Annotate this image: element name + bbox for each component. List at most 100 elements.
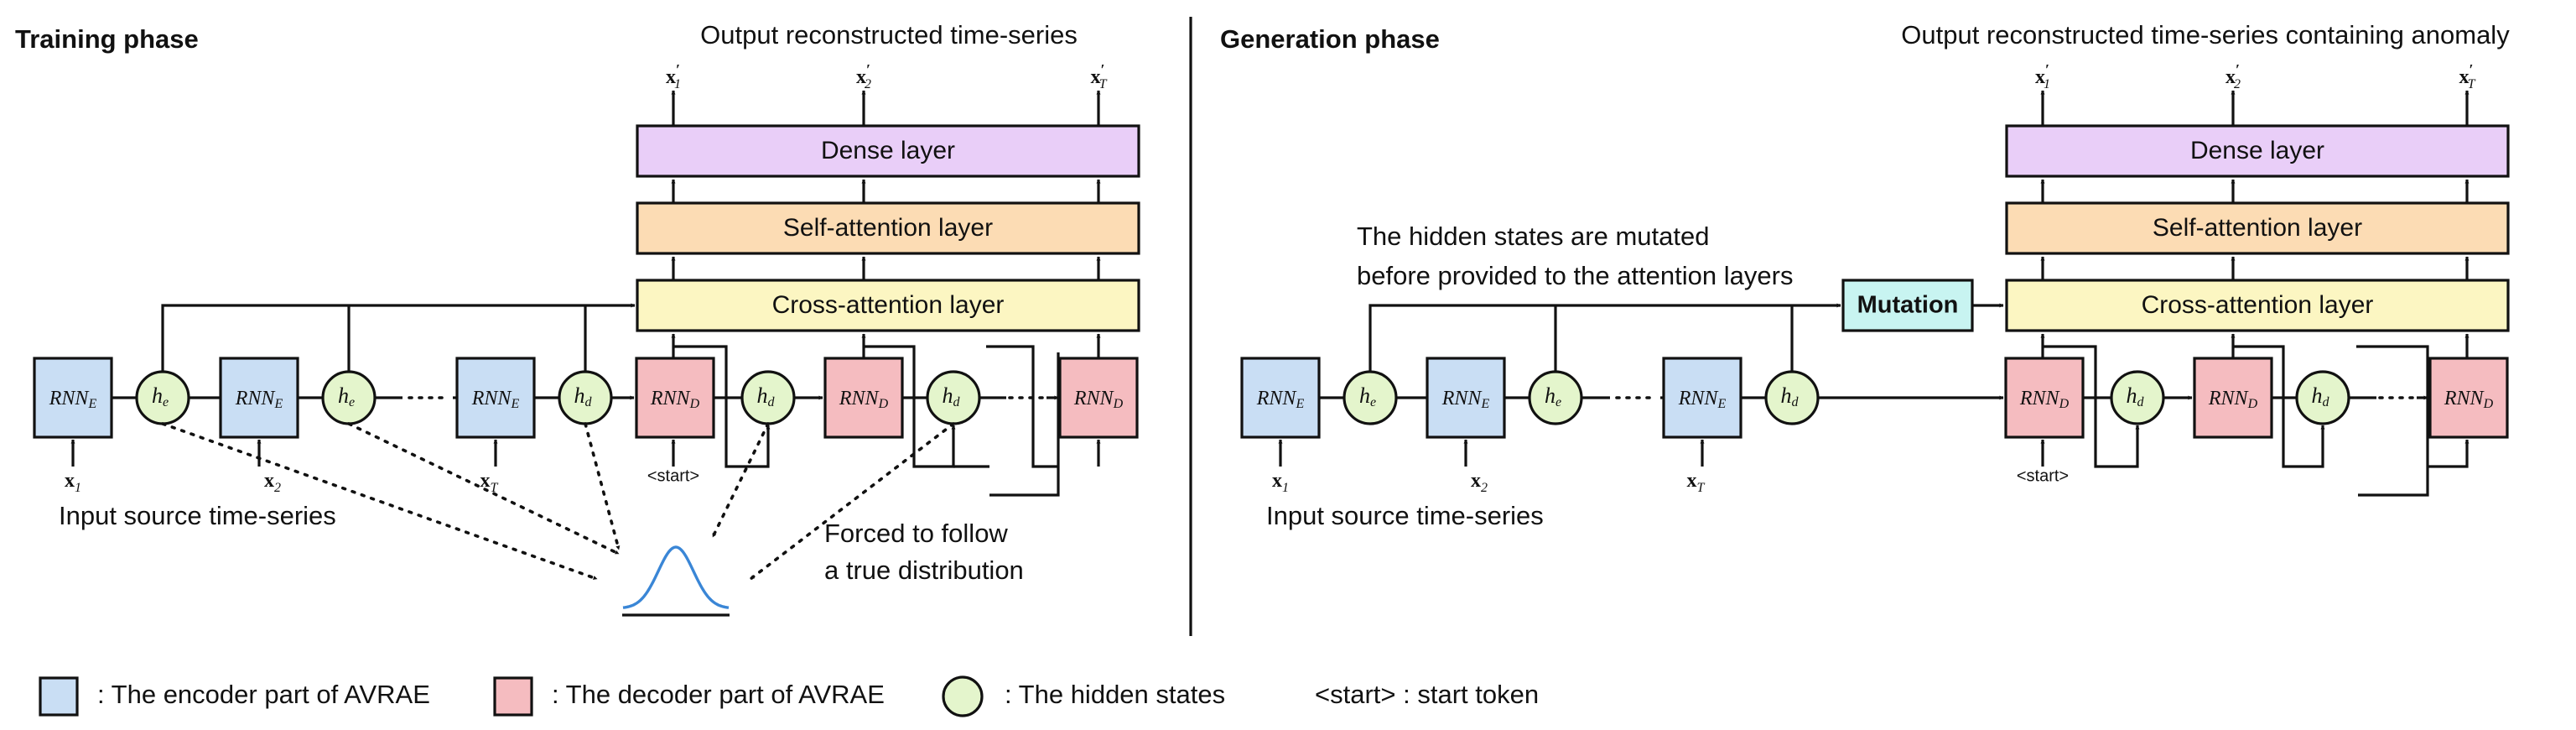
generation-encoder-rnn-T-label-main: RNN: [1678, 388, 1720, 409]
legend-item-encoder: : The encoder part of AVRAE: [39, 676, 430, 717]
training-output-title: Output reconstructed time-series: [700, 20, 1078, 50]
generation-decoder-rnn-T-box: [2428, 357, 2509, 439]
training-input-title: Input source time-series: [59, 501, 336, 530]
legend-decoder-swatch: [493, 676, 533, 717]
generation-output-x1-base: x: [2035, 66, 2045, 88]
generation-output-x1: x′1: [2035, 61, 2050, 91]
training-gaussian-bell: [622, 545, 730, 609]
generation-hidden-enc-2-label: he: [1545, 383, 1561, 409]
generation-hidden-dec-2-label-sub: d: [2323, 395, 2330, 409]
generation-hidden-enc-T-label-main: h: [1781, 383, 1792, 408]
generation-cross-attention-layer: Cross-attention layer: [2005, 279, 2510, 332]
generation-output-x1-prime: ′: [2045, 61, 2049, 78]
training-cross-attention-layer: Cross-attention layer: [636, 279, 1140, 332]
training-encoder-rnn-T-label-main: RNN: [471, 388, 513, 409]
generation-cross-attention-layer-label: Cross-attention layer: [2142, 291, 2374, 319]
training-forced-line2: a true distribution: [824, 555, 1024, 585]
training-feedback-1: [673, 345, 771, 468]
training-hidden-enc-2-label-main: h: [338, 383, 349, 408]
generation-mutated-line1: The hidden states are mutated: [1357, 222, 1709, 251]
legend-item-hidden: : The hidden states: [942, 675, 1225, 717]
generation-hidden-enc-1-label: he: [1359, 383, 1376, 409]
generation-input-title: Input source time-series: [1266, 501, 1544, 530]
training-output-x2-base: x: [856, 66, 866, 88]
training-hidden-enc-T-label: hd: [574, 383, 593, 409]
generation-output-x2-sub: 2: [2234, 77, 2241, 91]
training-decoder-rnn-2: RNND: [823, 357, 904, 439]
training-decoder-rnn-1-box: [635, 357, 715, 439]
training-decoder-rnn-1-label-main: RNN: [650, 388, 692, 409]
training-feedback-2: [864, 345, 956, 468]
generation-output-x2: x′2: [2225, 61, 2241, 91]
legend: : The encoder part of AVRAE : The decoder…: [39, 675, 1539, 717]
training-self-attention-layer-box: [636, 201, 1140, 255]
training-hidden-enc-2: he: [321, 370, 377, 425]
training-hidden-dec-2-label: hd: [943, 383, 961, 409]
training-input-xT-base: x: [480, 470, 491, 492]
training-hidden-enc-2-label-sub: e: [349, 395, 355, 409]
training-forced-line1: Forced to follow: [824, 519, 1008, 548]
training-decoder-rnn-2-box: [823, 357, 904, 439]
training-encoder-rnn-1-label: RNNE: [49, 388, 97, 411]
training-skip-bus: [161, 303, 636, 372]
generation-feedback-3: [2356, 345, 2429, 467]
generation-decoder-rnn-2-label-main: RNN: [2208, 388, 2250, 409]
generation-skip-bus: [1368, 303, 1841, 372]
training-hidden-dec-1-label-main: h: [757, 383, 768, 408]
training-gaussian-curve: [622, 545, 730, 617]
generation-decoder-rnn-T-label-main: RNN: [2444, 388, 2485, 409]
generation-dense-layer-label: Dense layer: [2190, 137, 2324, 164]
training-hidden-enc-1-label-main: h: [152, 383, 163, 408]
training-decoder-rnn-2-label-main: RNN: [839, 388, 880, 409]
generation-decoder-rnn-T: RNND: [2428, 357, 2509, 439]
training-start-token-label: <start>: [647, 467, 699, 485]
training-decoder-rnn-T-label-main: RNN: [1073, 388, 1115, 409]
generation-self-attention-layer-box: [2005, 201, 2510, 255]
generation-encoder-rnn-1-box: [1240, 357, 1321, 439]
generation-hidden-enc-T-label: hd: [1781, 383, 1800, 409]
generation-hidden-dec-1-label-main: h: [2127, 383, 2137, 408]
generation-input-x1-base: x: [1272, 470, 1282, 492]
training-decoder-rnn-T-box: [1058, 357, 1139, 439]
training-hidden-dec-2-label-main: h: [943, 383, 953, 408]
training-feedback-tail: [989, 467, 1060, 497]
training-kl-link-3: [711, 422, 770, 539]
training-hidden-dec-1: hd: [740, 370, 796, 425]
generation-encoder-rnn-2: RNNE: [1426, 357, 1506, 439]
generation-encoder-rnn-2-label-main: RNN: [1441, 388, 1483, 409]
training-cross-attention-layer-box: [636, 279, 1140, 332]
training-decoder-rnn-1-label: RNND: [650, 388, 700, 411]
generation-hidden-dec-2: hd: [2295, 370, 2350, 425]
training-output-x2-sub: 2: [865, 77, 871, 91]
training-output-x2: x′2: [856, 61, 871, 91]
generation-phase-title: Generation phase: [1220, 24, 1440, 54]
generation-decoder-rnn-2-label: RNND: [2208, 388, 2258, 411]
generation-input-xT: xT: [1687, 470, 1706, 495]
training-output-x1-base: x: [666, 66, 676, 88]
generation-encoder-rnn-T-label-sub: E: [1716, 397, 1726, 411]
generation-start-token-label: <start>: [2017, 467, 2069, 485]
generation-output-xT-sub: T: [2468, 77, 2476, 91]
generation-encoder-rnn-1-label-sub: E: [1295, 397, 1304, 411]
generation-input-xT-sub: T: [1697, 481, 1706, 495]
training-dense-layer-box: [636, 124, 1140, 178]
training-hidden-enc-T-label-sub: d: [585, 395, 593, 409]
training-encoder-rnn-1-label-main: RNN: [49, 388, 91, 409]
generation-decoder-rnn-T-label-sub: D: [2483, 397, 2494, 411]
training-input-x2-base: x: [264, 470, 274, 492]
legend-item-decoder: : The decoder part of AVRAE: [493, 676, 885, 717]
generation-output-xT-prime: ′: [2470, 61, 2474, 78]
generation-hidden-enc-T-label-sub: d: [1792, 395, 1800, 409]
generation-output-title: Output reconstructed time-series contain…: [1901, 20, 2510, 50]
generation-encoder-rnn-1-label: RNNE: [1256, 388, 1305, 411]
training-input-xT: xT: [480, 470, 499, 495]
training-input-x1-base: x: [65, 470, 75, 492]
legend-item-start: <start> : start token: [1315, 680, 1539, 709]
generation-mutation-block: Mutation: [1841, 279, 1974, 332]
training-hidden-enc-T: hd: [558, 370, 613, 425]
generation-output-xT: x′T: [2459, 61, 2476, 91]
training-kl-link-0: [161, 422, 599, 581]
training-self-attention-layer-label: Self-attention layer: [783, 214, 993, 242]
generation-decoder-rnn-2: RNND: [2193, 357, 2273, 439]
